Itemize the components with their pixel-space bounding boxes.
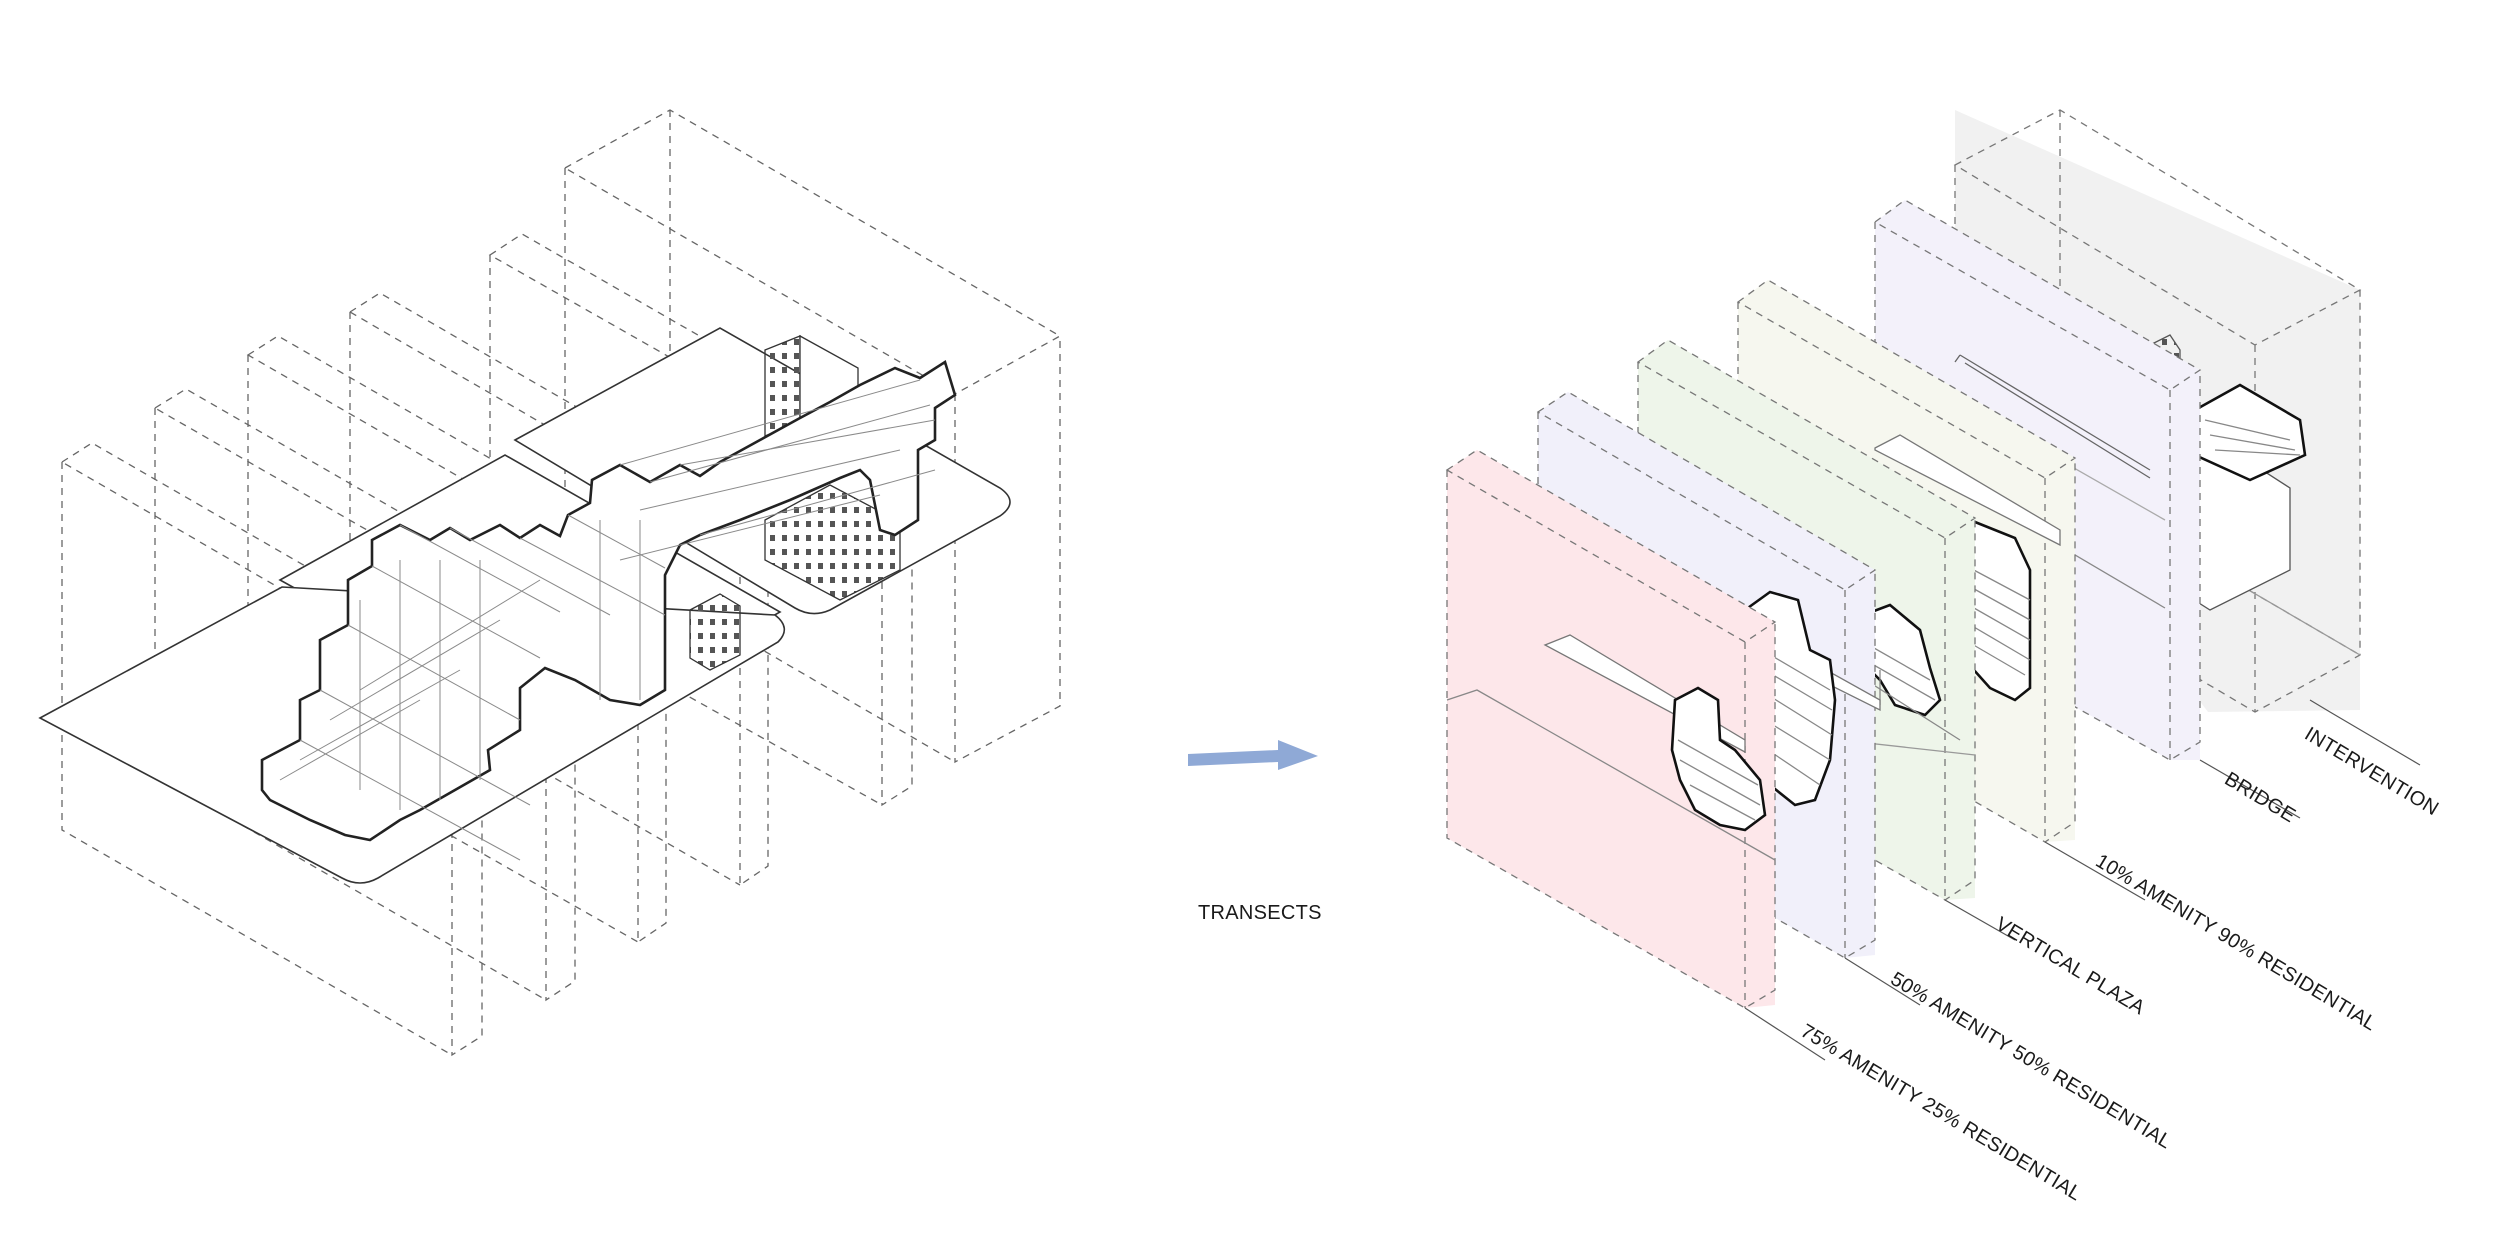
right-exploded-layers xyxy=(1445,109,2421,1061)
main-building-detail xyxy=(279,379,936,861)
label-leaders xyxy=(1744,699,2421,1061)
transects-label: TRANSECTS xyxy=(1198,902,1322,924)
left-axonometric xyxy=(38,109,1062,1057)
transect-arrow-icon xyxy=(1188,740,1318,770)
existing-tower-front xyxy=(689,593,741,671)
layer-75-amenity xyxy=(1445,449,1777,1009)
main-building-mass xyxy=(260,359,957,842)
